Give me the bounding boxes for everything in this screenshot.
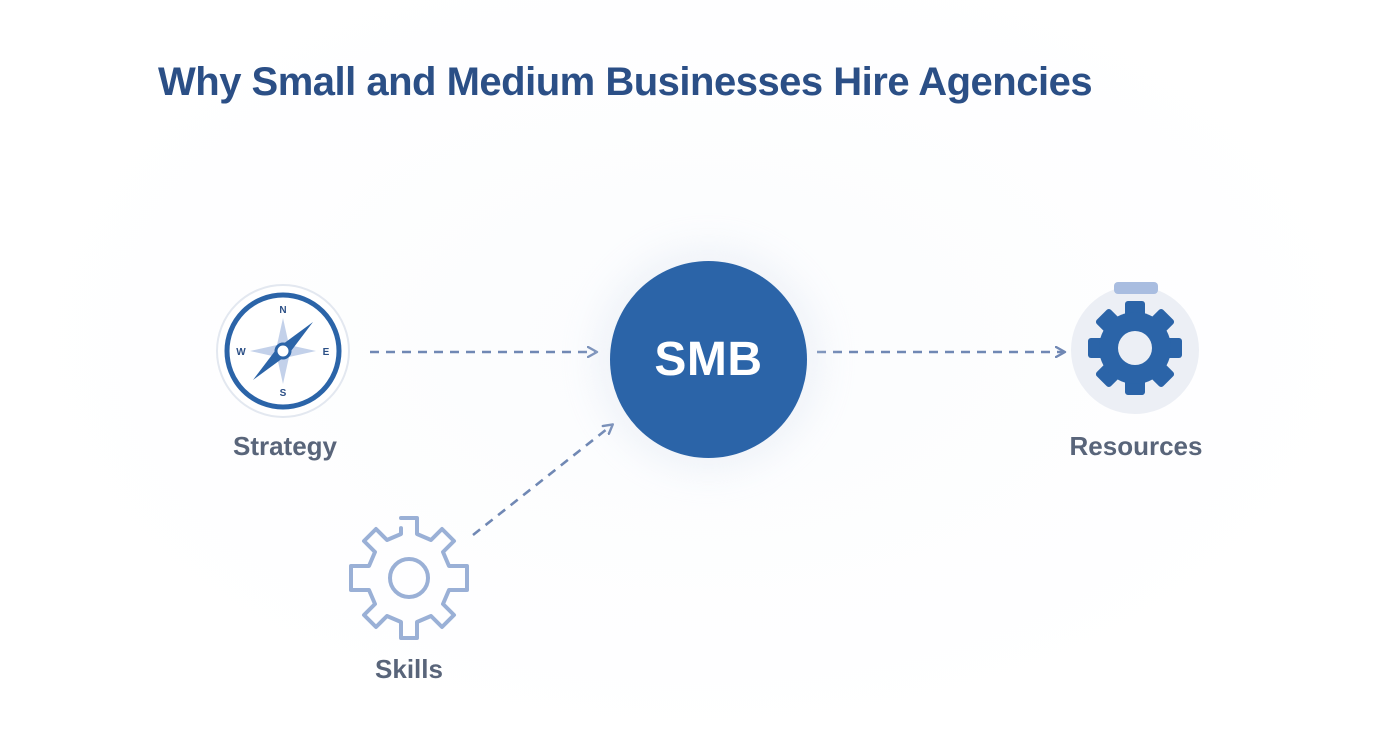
compass-letter-n: N	[279, 305, 286, 316]
smb-hub: SMB	[610, 261, 807, 458]
smb-label: SMB	[654, 333, 763, 386]
compass-letter-w: W	[236, 347, 246, 358]
strategy-label: Strategy	[232, 431, 338, 461]
compass-letter-s: S	[280, 388, 287, 399]
arrow-skills-to-smb	[472, 425, 612, 537]
resources-label: Resources	[1069, 431, 1203, 461]
skills-label: Skills	[375, 654, 443, 684]
page-title: Why Small and Medium Businesses Hire Age…	[158, 60, 1093, 104]
compass-letter-e: E	[323, 347, 330, 358]
